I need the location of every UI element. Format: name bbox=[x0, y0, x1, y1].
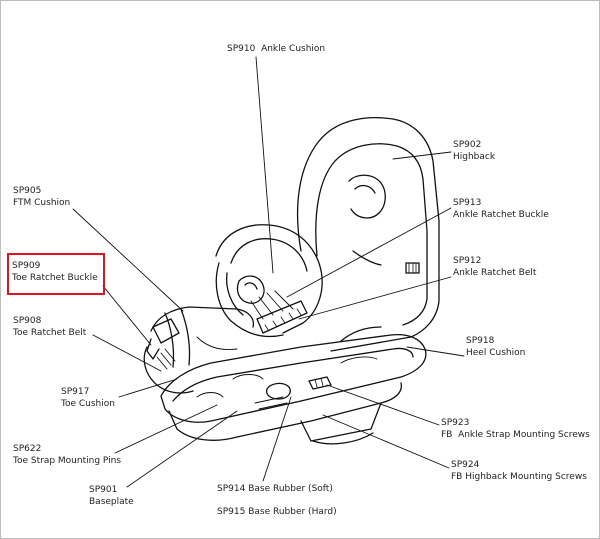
label-sp901-code: SP901 bbox=[89, 485, 118, 495]
label-sp622-code: SP622 bbox=[13, 444, 42, 454]
label-sp914-code: SP914 bbox=[217, 484, 246, 494]
label-sp923-code: SP923 bbox=[441, 418, 470, 428]
label-sp924[interactable]: SP924 FB Highback Mounting Screws bbox=[451, 459, 587, 483]
label-sp918[interactable]: SP918 Heel Cushion bbox=[466, 335, 525, 359]
label-sp924-name: FB Highback Mounting Screws bbox=[451, 472, 587, 482]
label-sp910[interactable]: SP910 Ankle Cushion bbox=[227, 43, 325, 55]
label-sp905-name: FTM Cushion bbox=[13, 198, 71, 208]
label-sp901[interactable]: SP901 Baseplate bbox=[89, 484, 134, 508]
label-sp918-code: SP918 bbox=[466, 336, 495, 346]
label-sp910-name: Ankle Cushion bbox=[261, 44, 326, 54]
label-sp909-code: SP909 bbox=[12, 261, 41, 271]
label-sp909-name: Toe Ratchet Buckle bbox=[12, 273, 98, 283]
label-sp622-name: Toe Strap Mounting Pins bbox=[13, 456, 122, 466]
label-sp915-code: SP915 bbox=[217, 507, 246, 517]
label-sp912-code: SP912 bbox=[453, 256, 482, 266]
label-sp908[interactable]: SP908 Toe Ratchet Belt bbox=[13, 315, 86, 339]
label-sp912-name: Ankle Ratchet Belt bbox=[453, 268, 537, 278]
label-sp902-code: SP902 bbox=[453, 140, 482, 150]
label-sp912[interactable]: SP912 Ankle Ratchet Belt bbox=[453, 255, 536, 279]
label-sp914[interactable]: SP914 Base Rubber (Soft) bbox=[217, 483, 333, 495]
toe-strap-shape bbox=[143, 306, 255, 394]
label-sp915-name: Base Rubber (Hard) bbox=[248, 507, 337, 517]
label-sp910-code: SP910 bbox=[227, 44, 256, 54]
label-sp905-code: SP905 bbox=[13, 186, 42, 196]
label-sp915[interactable]: SP915 Base Rubber (Hard) bbox=[217, 506, 337, 518]
baseplate-shape bbox=[160, 333, 427, 445]
highback-shape bbox=[296, 116, 440, 352]
label-sp905[interactable]: SP905 FTM Cushion bbox=[13, 185, 70, 209]
label-sp914-name: Base Rubber (Soft) bbox=[248, 484, 333, 494]
label-sp902-name: Highback bbox=[453, 152, 496, 162]
label-sp908-name: Toe Ratchet Belt bbox=[13, 328, 87, 338]
label-sp924-code: SP924 bbox=[451, 460, 480, 470]
label-sp909[interactable]: SP909 Toe Ratchet Buckle bbox=[12, 260, 98, 284]
label-sp902[interactable]: SP902 Highback bbox=[453, 139, 495, 163]
label-sp908-code: SP908 bbox=[13, 316, 42, 326]
label-sp917[interactable]: SP917 Toe Cushion bbox=[61, 386, 115, 410]
label-sp918-name: Heel Cushion bbox=[466, 348, 526, 358]
ankle-strap-shape bbox=[215, 224, 323, 338]
label-sp913-code: SP913 bbox=[453, 198, 482, 208]
label-sp913-name: Ankle Ratchet Buckle bbox=[453, 210, 549, 220]
highlight-box-sp909 bbox=[7, 253, 105, 295]
label-sp917-name: Toe Cushion bbox=[61, 399, 115, 409]
label-sp901-name: Baseplate bbox=[89, 497, 134, 507]
label-sp913[interactable]: SP913 Ankle Ratchet Buckle bbox=[453, 197, 549, 221]
label-sp923-name: FB Ankle Strap Mounting Screws bbox=[441, 430, 590, 440]
leader-lines bbox=[72, 56, 465, 488]
label-sp917-code: SP917 bbox=[61, 387, 90, 397]
label-sp622[interactable]: SP622 Toe Strap Mounting Pins bbox=[13, 443, 121, 467]
label-sp923[interactable]: SP923 FB Ankle Strap Mounting Screws bbox=[441, 417, 590, 441]
